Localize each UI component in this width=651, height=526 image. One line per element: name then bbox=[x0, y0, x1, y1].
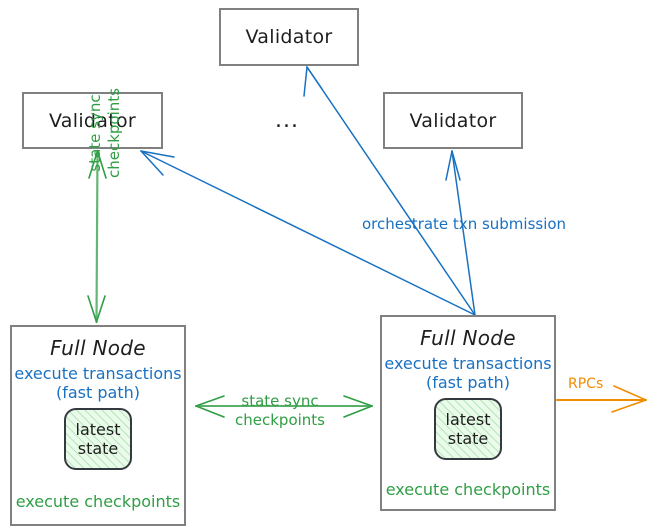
fullnode-left-execute-line1: execute transactions bbox=[14, 364, 182, 383]
state-sync-vertical-line2: checkpoints bbox=[105, 88, 123, 178]
fullnode-left-title: Full Node bbox=[50, 336, 146, 360]
node-fullnode-left[interactable]: Full Node execute transactions (fast pat… bbox=[10, 325, 186, 526]
fullnode-left-latest-state-box: latest state bbox=[64, 408, 132, 470]
fullnode-right-state-line1: latest bbox=[445, 410, 491, 429]
ellipsis-more-validators: ... bbox=[275, 108, 299, 133]
fullnode-left-state-line2: state bbox=[77, 439, 119, 458]
fullnode-left-execute-line2: (fast path) bbox=[56, 383, 140, 402]
edge-label-orchestrate-txn-submission: orchestrate txn submission bbox=[362, 215, 567, 233]
fullnode-right-title: Full Node bbox=[420, 326, 516, 350]
node-validator-left[interactable]: Validator bbox=[22, 92, 163, 149]
fullnode-left-execute-checkpoints: execute checkpoints bbox=[15, 492, 181, 511]
fullnode-left-execute-transactions: execute transactions (fast path) bbox=[14, 364, 181, 402]
edge-label-state-sync-checkpoints-vertical: state sync checkpoints bbox=[86, 78, 124, 188]
fullnode-right-execute-line2: (fast path) bbox=[426, 373, 510, 392]
state-sync-vertical-line1: state sync bbox=[86, 94, 104, 172]
fullnode-left-state-line1: latest bbox=[75, 420, 121, 439]
edge-fullnode-to-validator-left bbox=[140, 150, 476, 316]
fullnode-right-execute-line1: execute transactions bbox=[384, 354, 552, 373]
edge-label-rpcs: RPCs bbox=[568, 376, 604, 392]
node-validator-right[interactable]: Validator bbox=[383, 92, 523, 149]
fullnode-right-state-line2: state bbox=[447, 429, 489, 448]
fullnode-right-latest-state-box: latest state bbox=[434, 398, 502, 460]
fullnode-right-execute-transactions: execute transactions (fast path) bbox=[384, 354, 551, 392]
validator-right-label: Validator bbox=[409, 109, 497, 132]
node-fullnode-right[interactable]: Full Node execute transactions (fast pat… bbox=[380, 315, 556, 511]
edge-label-state-sync-checkpoints-middle: state sync checkpoints bbox=[235, 392, 325, 429]
validator-left-label: Validator bbox=[48, 109, 136, 132]
fullnode-right-execute-checkpoints: execute checkpoints bbox=[385, 480, 551, 499]
node-validator-top[interactable]: Validator bbox=[219, 8, 359, 66]
validator-top-label: Validator bbox=[245, 26, 333, 48]
edge-fullnode-to-validator-right bbox=[445, 150, 476, 316]
